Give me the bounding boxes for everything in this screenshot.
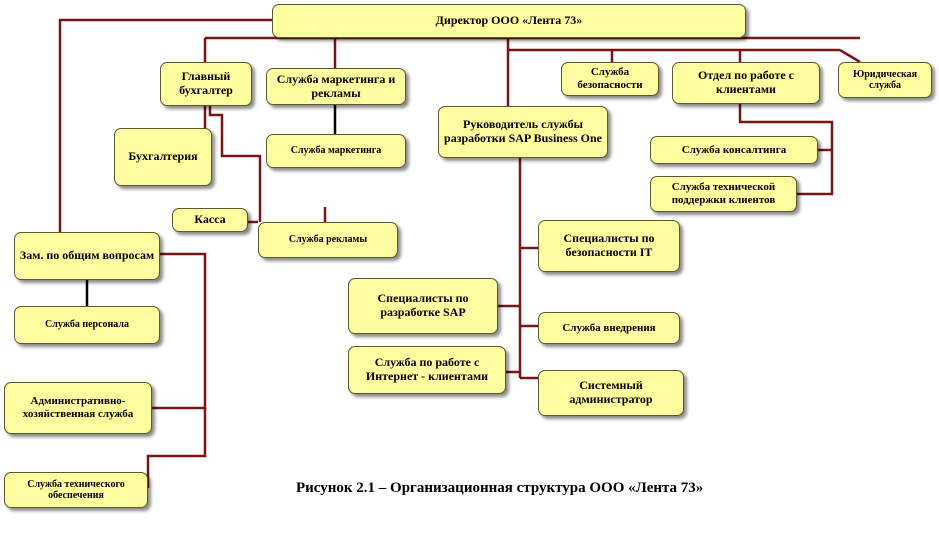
node-it-security: Специалисты по безопасности IT bbox=[538, 220, 680, 272]
node-legal-service: Юридическая служба bbox=[838, 62, 932, 98]
node-accounting: Бухгалтерия bbox=[114, 128, 212, 186]
node-client-dept: Отдел по работе с клиентами bbox=[672, 62, 820, 104]
node-implementation: Служба внедрения bbox=[538, 312, 680, 344]
node-security-service: Служба безопасности bbox=[561, 62, 659, 96]
node-advertising: Служба рекламы bbox=[258, 222, 398, 258]
node-consulting: Служба консалтинга bbox=[650, 136, 818, 164]
node-sap-devs: Специалисты по разработке SAP bbox=[348, 278, 498, 334]
node-admin-service: Административно-хозяйственная служба bbox=[4, 382, 152, 434]
node-tech-maintenance: Служба технического обеспечения bbox=[4, 472, 148, 508]
node-sap-head: Руководитель службы разработки SAP Busin… bbox=[438, 106, 608, 158]
figure-caption: Рисунок 2.1 – Организационная структура … bbox=[296, 480, 704, 496]
node-marketing-service: Служба маркетинга и рекламы bbox=[266, 68, 406, 105]
node-director: Директор ООО «Лента 73» bbox=[272, 4, 746, 38]
node-tech-support: Служба технической поддержки клиентов bbox=[650, 176, 797, 212]
node-cashier: Касса bbox=[172, 208, 248, 232]
node-deputy: Зам. по общим вопросам bbox=[14, 232, 160, 280]
node-marketing: Служба маркетинга bbox=[266, 134, 406, 168]
node-chief-accountant: Главный бухгалтер bbox=[160, 62, 252, 106]
node-personnel: Служба персонала bbox=[14, 306, 160, 344]
node-sysadmin: Системный администратор bbox=[538, 370, 684, 416]
node-internet-clients: Служба по работе с Интернет - клиентами bbox=[348, 346, 506, 394]
